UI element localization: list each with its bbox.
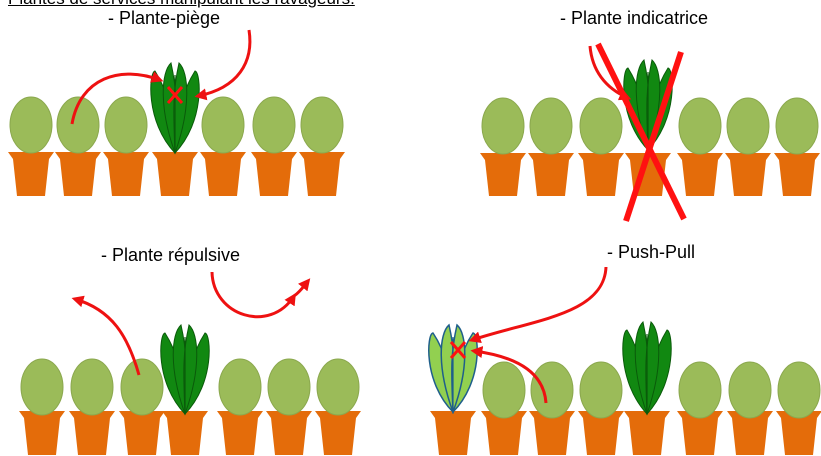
crop-plant <box>202 97 244 153</box>
crop-plant <box>778 362 820 418</box>
crop-plant <box>268 359 310 415</box>
pot <box>430 411 476 455</box>
crop-plant <box>317 359 359 415</box>
arrow <box>472 267 606 340</box>
crop-plant <box>121 359 163 415</box>
pot <box>315 411 361 455</box>
pot <box>162 411 208 455</box>
pot <box>69 411 115 455</box>
crop-plant <box>71 359 113 415</box>
crop-plant <box>21 359 63 415</box>
pot <box>624 411 670 455</box>
pot <box>119 411 165 455</box>
pot <box>217 411 263 455</box>
crop-plant <box>219 359 261 415</box>
arrow <box>212 272 294 317</box>
pot <box>578 153 624 196</box>
pot <box>200 152 246 196</box>
pot <box>152 152 198 196</box>
crop-plant <box>679 98 721 154</box>
pot <box>19 411 65 455</box>
pot <box>480 153 526 196</box>
pot <box>55 152 101 196</box>
crop-plant <box>105 97 147 153</box>
crop-plant <box>482 98 524 154</box>
crop-plant <box>531 362 573 418</box>
crop-plant <box>301 97 343 153</box>
pot <box>677 153 723 196</box>
pot <box>725 153 771 196</box>
crop-plant <box>679 362 721 418</box>
crop-plant <box>483 362 525 418</box>
crop-plant <box>776 98 818 154</box>
arrow <box>294 281 308 296</box>
crop-plant <box>580 98 622 154</box>
crop-plant <box>530 98 572 154</box>
pot <box>299 152 345 196</box>
crop-plant <box>10 97 52 153</box>
pot <box>251 152 297 196</box>
crop-plant <box>729 362 771 418</box>
arrow <box>198 30 250 96</box>
pot <box>774 153 820 196</box>
pot <box>528 153 574 196</box>
crop-plant <box>580 362 622 418</box>
crop-plant <box>727 98 769 154</box>
pot <box>103 152 149 196</box>
pot <box>8 152 54 196</box>
crop-plant <box>253 97 295 153</box>
pot <box>266 411 312 455</box>
